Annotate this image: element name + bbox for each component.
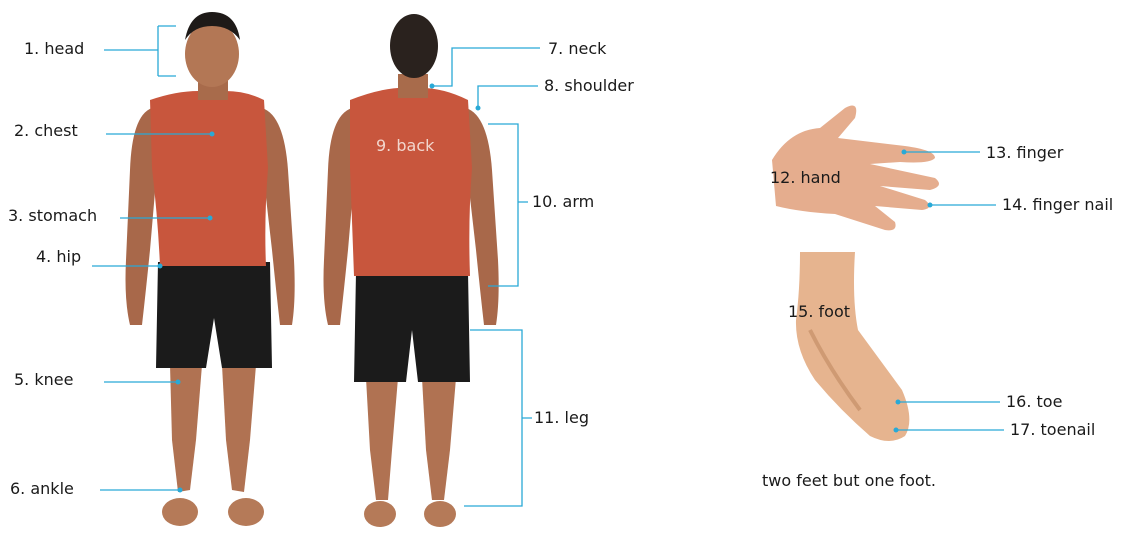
label-chest: 2. chest — [14, 122, 78, 140]
back-figure — [324, 14, 499, 527]
head-callout-line — [104, 26, 176, 76]
label-toe: 16. toe — [1006, 393, 1062, 411]
label-toenail: 17. toenail — [1010, 421, 1095, 439]
foot-illustration — [796, 252, 909, 441]
label-knee: 5. knee — [14, 371, 73, 389]
label-stomach: 3. stomach — [8, 207, 97, 225]
back-right-foot — [424, 501, 456, 527]
label-finger: 13. finger — [986, 144, 1063, 162]
label-foot: 15. foot — [788, 302, 850, 321]
label-head: 1. head — [24, 40, 84, 58]
label-hand: 12. hand — [770, 168, 841, 187]
label-finger-nail: 14. finger nail — [1002, 196, 1113, 214]
back-head — [390, 14, 438, 78]
foot-shape — [796, 252, 909, 441]
label-leg: 11. leg — [534, 409, 589, 427]
front-shirt — [150, 91, 268, 266]
label-back: 9. back — [376, 136, 434, 155]
leg-callout-line — [464, 330, 532, 506]
caption: two feet but one foot. — [762, 472, 936, 490]
neck-callout-line — [432, 48, 540, 86]
front-left-leg — [170, 365, 202, 492]
shoulder-callout-line — [478, 86, 538, 108]
front-left-foot — [162, 498, 198, 526]
back-left-foot — [364, 501, 396, 527]
back-left-leg — [366, 378, 398, 500]
label-neck: 7. neck — [548, 40, 606, 58]
front-right-leg — [222, 365, 256, 492]
back-left-arm — [324, 108, 355, 325]
label-hip: 4. hip — [36, 248, 81, 266]
back-right-arm — [466, 108, 499, 325]
front-figure — [126, 12, 295, 526]
back-shirt — [350, 88, 472, 276]
front-shorts — [156, 262, 272, 368]
label-arm: 10. arm — [532, 193, 594, 211]
front-right-foot — [228, 498, 264, 526]
back-right-leg — [422, 378, 456, 500]
back-shorts — [354, 272, 470, 382]
label-shoulder: 8. shoulder — [544, 77, 634, 95]
label-ankle: 6. ankle — [10, 480, 74, 498]
